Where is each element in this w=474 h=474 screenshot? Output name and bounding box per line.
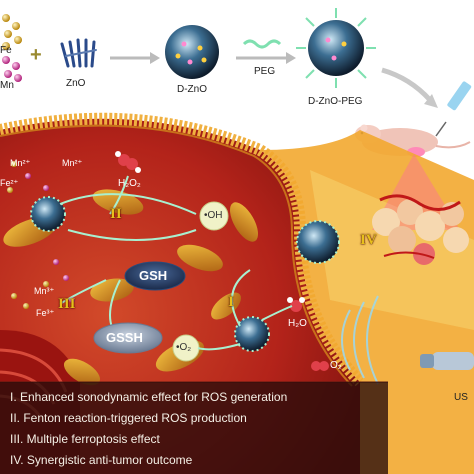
plus-sign: + <box>30 44 42 66</box>
ion-particles <box>7 161 75 309</box>
gssh-pill <box>93 322 163 354</box>
o2-molecule-icon <box>311 361 329 371</box>
fe-precursor-balls <box>2 14 22 50</box>
step-1-label: I <box>228 294 234 310</box>
peg-label: PEG <box>254 66 276 77</box>
h2o2-label: H₂O₂ <box>118 178 141 189</box>
dzno-label: D-ZnO <box>177 84 207 95</box>
arrow-icon <box>110 52 160 64</box>
step-3-label: III <box>58 296 76 312</box>
legend-box: I. Enhanced sonodynamic effect for ROS g… <box>0 382 388 474</box>
h2o2-molecule-icon <box>115 151 141 173</box>
legend-item-1: I. Enhanced sonodynamic effect for ROS g… <box>10 390 288 404</box>
mn-label: Mn <box>0 80 14 91</box>
arrow-icon <box>236 52 296 64</box>
ultrasound-probe-icon <box>420 352 474 370</box>
ultrasound-waves-icon <box>341 295 379 385</box>
dznopeg-label: D-ZnO-PEG <box>308 96 363 107</box>
o2-label: O₂ <box>330 360 342 371</box>
gssh-label: GSSH <box>106 330 143 345</box>
nanoparticle-icon <box>30 196 340 352</box>
legend-item-2: II. Fenton reaction-triggered ROS produc… <box>10 411 247 425</box>
fe-label: Fe <box>0 45 12 56</box>
d-zno-peg-sphere-icon <box>296 8 376 88</box>
mn-precursor-balls <box>2 56 22 82</box>
gsh-pill <box>124 261 186 291</box>
syringe-icon <box>435 81 472 137</box>
d-zno-sphere-icon <box>165 25 219 79</box>
us-label: US <box>454 392 468 403</box>
tumor-cluster-icon <box>372 194 469 265</box>
fe-ion-label: Fe³⁺ <box>36 308 55 318</box>
legend-item-3: III. Multiple ferroptosis effect <box>10 432 160 446</box>
h2o-label: H₂O <box>288 318 307 329</box>
oh-radical-bubble <box>199 201 229 231</box>
h2o-molecule-icon <box>287 297 305 312</box>
curved-arrow-icon <box>381 67 438 108</box>
zno-label: ZnO <box>66 78 86 89</box>
process-arrows <box>59 175 293 351</box>
step-2-label: II <box>110 206 122 222</box>
mn-ion-label: Mn²⁺ <box>62 158 83 168</box>
fe-ion-label: Fe²⁺ <box>0 178 19 188</box>
superoxide-label: •O₂ <box>176 342 192 353</box>
mn-ion-label: Mn³⁺ <box>34 286 55 296</box>
gsh-label: GSH <box>139 268 168 283</box>
mn-ion-label: Mn²⁺ <box>10 158 31 168</box>
step-4-label: IV <box>360 232 377 248</box>
peg-strand-icon <box>242 39 282 49</box>
legend-item-4: IV. Synergistic anti-tumor outcome <box>10 453 193 467</box>
zno-rods-icon <box>60 38 97 68</box>
oh-radical-label: •OH <box>204 210 223 221</box>
